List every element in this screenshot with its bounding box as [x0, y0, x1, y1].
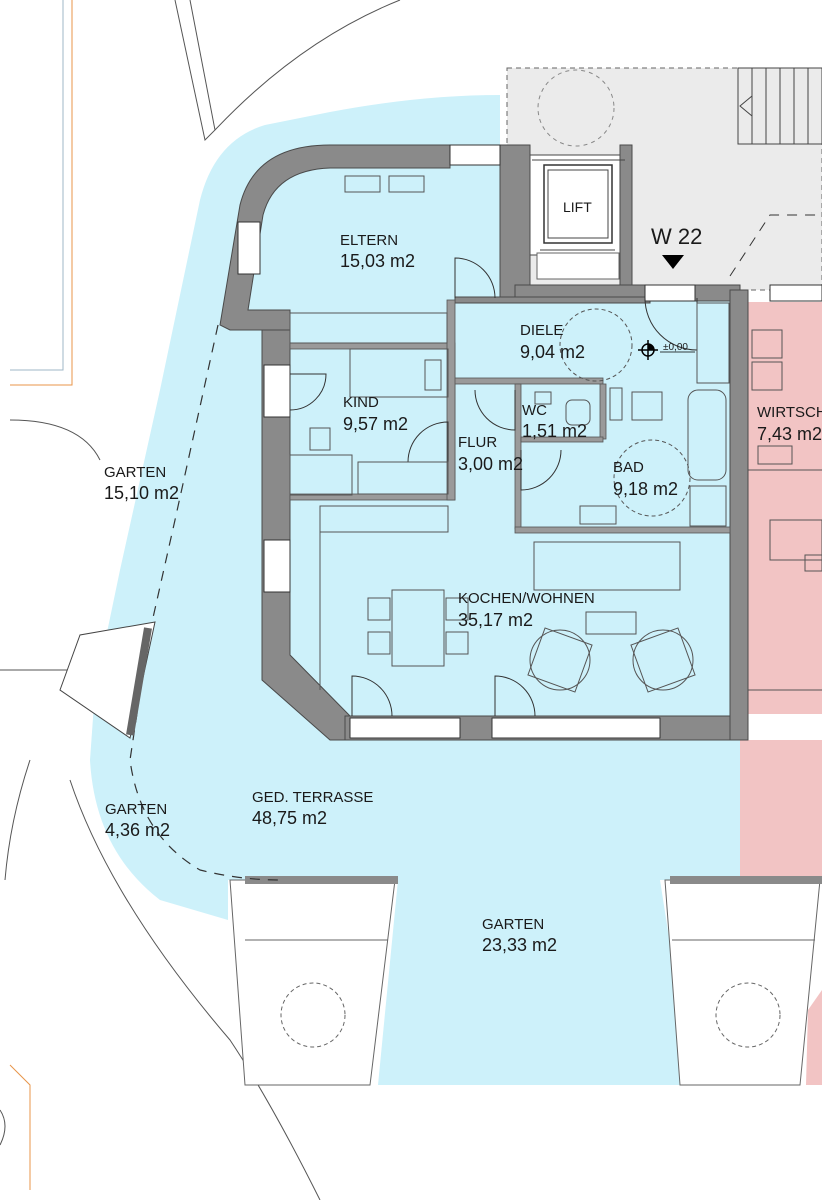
pillow-right — [388, 175, 425, 193]
garden-south-area — [378, 880, 692, 1085]
unit-label: W 22 — [651, 224, 702, 249]
kitchen-counter — [533, 541, 681, 591]
level-marker-text: ±0,00 — [663, 342, 688, 353]
room-eltern: ELTERN 15,03 m2 — [340, 232, 415, 271]
sink — [579, 505, 617, 525]
room-area: 15,10 m2 — [104, 483, 179, 503]
level-marker: ±0,00 — [638, 340, 695, 360]
pillow-left — [344, 175, 381, 193]
room-name: GARTEN — [104, 464, 166, 481]
orange-property-line — [10, 0, 73, 386]
entrance-arrow-icon — [662, 255, 684, 269]
room-name: KIND — [343, 394, 379, 411]
lift-label: LIFT — [563, 199, 592, 215]
room-area: 23,33 m2 — [482, 935, 557, 955]
lift-detail — [532, 159, 625, 251]
room-kochen-wohnen: KOCHEN/WOHNEN 35,17 m2 — [458, 590, 595, 630]
room-area: 9,04 m2 — [520, 342, 585, 362]
room-area: 7,43 m2 — [757, 424, 822, 444]
room-area: 4,36 m2 — [105, 820, 170, 840]
room-terrasse: GED. TERRASSE 48,75 m2 — [252, 789, 373, 828]
wardrobe-eltern — [289, 312, 448, 344]
room-area: 35,17 m2 — [458, 610, 533, 630]
room-area: 48,75 m2 — [252, 808, 327, 828]
toilet — [565, 399, 591, 426]
room-kind: KIND 9,57 m2 — [343, 394, 408, 434]
room-name: ELTERN — [340, 232, 398, 249]
room-garten-south: GARTEN 23,33 m2 — [482, 916, 557, 955]
site-context-lines — [0, 0, 401, 1200]
furniture — [289, 175, 730, 693]
neighbor-unit — [740, 302, 822, 1085]
room-area: 3,00 m2 — [458, 454, 523, 474]
armchair-2 — [630, 627, 696, 693]
room-diele: DIELE 9,04 m2 — [520, 322, 585, 362]
room-name: GARTEN — [105, 801, 167, 818]
room-bad: BAD 9,18 m2 — [613, 459, 678, 499]
room-name: DIELE — [520, 322, 563, 339]
room-area: 15,03 m2 — [340, 251, 415, 271]
armchair-1 — [527, 627, 593, 693]
room-garten-west: GARTEN 15,10 m2 — [104, 464, 179, 503]
room-area: 1,51 m2 — [522, 421, 587, 441]
room-area: 9,18 m2 — [613, 479, 678, 499]
windows — [237, 144, 822, 739]
terrace-outline-dashed — [129, 324, 281, 881]
dining-table — [391, 589, 445, 667]
room-name: GARTEN — [482, 916, 544, 933]
room-flur: FLUR 3,00 m2 — [458, 434, 523, 474]
room-wirtschaft: WIRTSCH 7,43 m2 — [757, 404, 822, 444]
desk-kind — [349, 348, 449, 398]
room-name: GED. TERRASSE — [252, 789, 373, 806]
bathtub — [687, 389, 727, 481]
shower — [689, 485, 727, 527]
lift-car — [543, 164, 613, 244]
room-area: 9,57 m2 — [343, 414, 408, 434]
room-name: BAD — [613, 459, 644, 476]
unit-entrance: W 22 LIFT — [563, 199, 702, 269]
wardrobe-diele — [696, 302, 730, 384]
room-name: WC — [522, 402, 547, 419]
room-name: KOCHEN/WOHNEN — [458, 590, 595, 607]
room-name: FLUR — [458, 434, 497, 451]
room-garten-sw: GARTEN 4,36 m2 — [105, 801, 170, 840]
walls — [219, 144, 749, 741]
stairs — [737, 67, 822, 145]
room-name: WIRTSCH — [757, 404, 822, 421]
bed-kind — [289, 454, 353, 496]
room-wc: WC 1,51 m2 — [522, 402, 587, 441]
door-swings — [289, 257, 698, 717]
outdoor-areas — [59, 95, 822, 1086]
